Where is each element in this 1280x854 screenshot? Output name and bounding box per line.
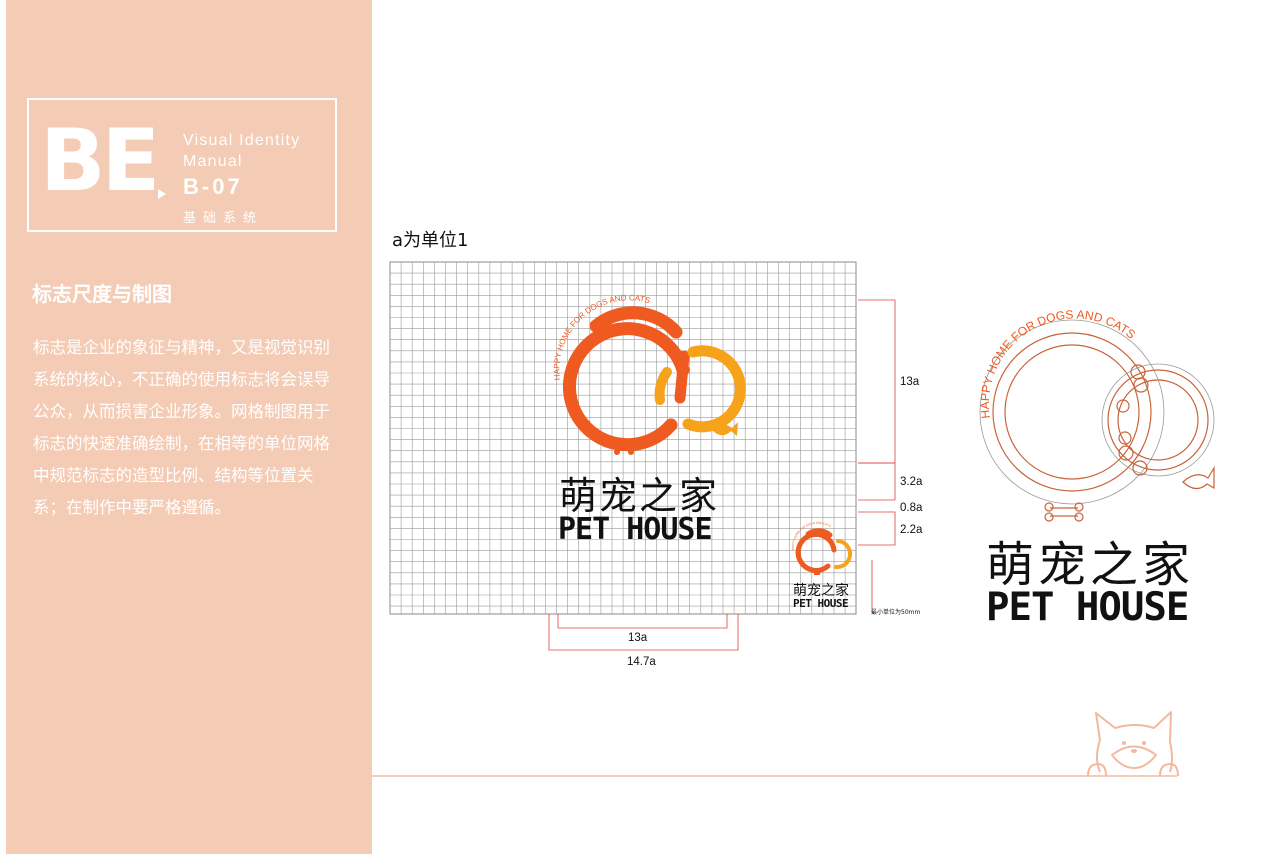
sidebar-panel [6, 0, 372, 854]
corgi-mascot-icon [1087, 711, 1179, 777]
grid-logo-name-cn: 萌宠之家 [559, 474, 720, 518]
triangle-icon [158, 189, 166, 199]
dim-label-gap-height: 0.8a [900, 502, 923, 514]
grid-lines [390, 262, 856, 614]
dimension-lines [548, 299, 896, 651]
grid-logo-name-en: PET HOUSE [558, 512, 713, 547]
outline-logo-arc-text: HAPPY HOME FOR DOGS AND CATS [978, 307, 1138, 419]
section-paragraph: 标志是企业的象征与精神，又是视觉识别系统的核心，不正确的使用标志将会误导公众，从… [33, 338, 330, 517]
brand-subtitle: 基础系统 [183, 211, 264, 226]
brand-manual-title: Visual Identity Manual [183, 130, 333, 172]
brand-frame [27, 98, 337, 232]
section-title: 标志尺度与制图 [32, 282, 172, 306]
outline-logo-name-cn: 萌宠之家 [986, 537, 1195, 593]
dim-label-inner-width: 13a [628, 632, 648, 644]
dim-label-english-height: 2.2a [900, 524, 923, 536]
dim-label-outer-width: 14.7a [627, 656, 656, 668]
brand-letters: BE [40, 111, 160, 211]
small-logo-mark: HAPPY HOME FOR DOGS AND CATS [791, 521, 852, 575]
small-logo-name-en: PET HOUSE [793, 597, 849, 610]
page-code: B-07 [183, 174, 243, 199]
footer-divider [372, 775, 1177, 777]
outline-logo-name-en: PET HOUSE [986, 585, 1189, 630]
brand-line-2: Manual [183, 153, 243, 170]
minimum-size-note: 最小单位为50mm [871, 609, 921, 616]
dim-label-text-height: 3.2a [900, 476, 923, 488]
dim-label-logo-height: 13a [900, 376, 920, 388]
unit-note: a为单位1 [392, 230, 469, 251]
grid-logo-mark: HAPPY HOME FOR DOGS AND CATS [552, 293, 746, 455]
corgi-face-icon [1122, 741, 1146, 753]
outline-logo-mark [979, 319, 1215, 522]
construction-grid [389, 261, 857, 615]
brand-line-1: Visual Identity [183, 132, 301, 149]
small-logo-name-cn: 萌宠之家 [793, 583, 849, 599]
